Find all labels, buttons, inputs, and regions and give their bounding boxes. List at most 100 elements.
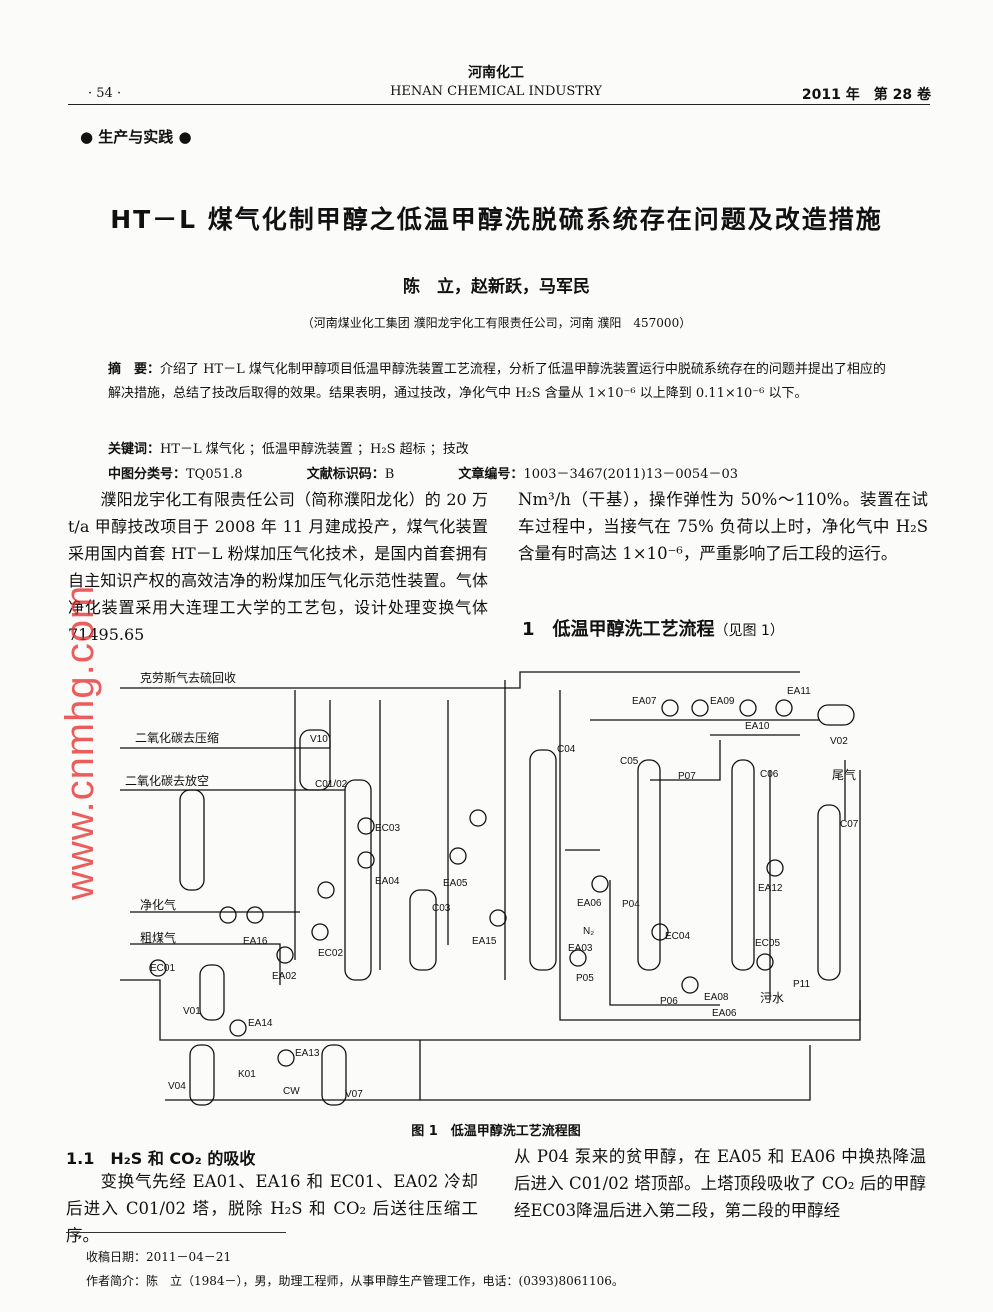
section-1-heading: 1 低温甲醇洗工艺流程（见图 1） [522,615,784,641]
column-vessel [529,749,557,971]
process-pipe [120,979,861,1041]
diagram-label: V10 [310,734,328,745]
diagram-label: 粗煤气 [140,930,176,945]
section-1-1-right: 从 P04 泵来的贫甲醇，在 EA05 和 EA06 中换热降温后进入 C01/… [514,1147,926,1220]
process-pipe [650,740,721,781]
diagram-label: 尾气 [832,767,856,782]
heat-exchanger-symbol [739,699,757,717]
header-rule [68,104,930,105]
heat-exchanger-symbol [591,875,609,893]
diagram-label: 净化气 [140,897,176,912]
abstract: 摘 要：介绍了 HT－L 煤气化制甲醇项目低温甲醇洗装置工艺流程，分析了低温甲醇… [108,358,898,406]
heat-exchanger-symbol [449,847,467,865]
diagram-label: EA05 [443,878,468,889]
process-pipe [609,880,720,1006]
heat-exchanger-symbol [681,976,699,994]
issue-info: 2011 年 第 28 卷 [801,87,931,103]
diagram-label: P07 [678,771,696,782]
heat-exchanger-symbol [357,851,375,869]
diagram-label: C03 [432,903,451,914]
heat-exchanger-symbol [311,923,329,941]
received-date: 收稿日期：2011－04－21 [86,1250,232,1264]
doc-code-label: 文献标识码： [306,467,385,482]
abstract-text: 介绍了 HT－L 煤气化制甲醇项目低温甲醇洗装置工艺流程，分析了低温甲醇洗装置运… [108,362,886,401]
heat-exchanger-symbol [469,809,487,827]
section-number: 1 [522,619,535,640]
column-vessel [817,704,855,726]
diagram-label: CW [283,1086,300,1097]
process-pipe [559,690,861,1021]
diagram-label: P05 [576,973,594,984]
heat-exchanger-symbol [489,909,507,927]
process-pipe [120,700,331,749]
process-pipe [420,1045,811,1101]
keywords: 关键词：HT－L 煤气化 ；低温甲醇洗装置 ；H₂S 超标 ；技改 [108,438,469,457]
heat-exchanger-symbol [766,859,784,877]
diagram-label: P06 [660,996,678,1007]
page-number: · 54 · [88,86,122,101]
abstract-label: 摘 要： [108,362,161,377]
diagram-label: C07 [840,819,859,830]
diagram-label: P04 [622,899,640,910]
diagram-label: EA13 [295,1048,320,1059]
figure-caption: 图 1 低温甲醇洗工艺流程图 [411,1124,581,1139]
diagram-label: N₂ [583,926,594,937]
diagram-label: C01/02 [315,779,348,790]
column-vessel [817,804,841,981]
heat-exchanger-symbol [357,817,375,835]
column-vessel [731,759,755,971]
article-no-label: 文章编号： [458,467,524,482]
heat-exchanger-symbol [149,959,167,977]
clc-value: TQ051.8 [186,467,243,482]
keywords-label: 关键词： [108,442,161,457]
article-no-value: 1003－3467(2011)13－0054－03 [523,467,739,482]
classification: 中图分类号：TQ051.8 文献标识码：B 文章编号：1003－3467(201… [108,463,908,482]
diagram-label: EA04 [375,876,400,887]
diagram-label: EA07 [632,696,657,707]
diagram-label: EA03 [568,943,593,954]
heat-exchanger-symbol [219,906,237,924]
diagram-label: EA14 [248,1018,273,1029]
journal-name-cn: 河南化工 [468,65,524,81]
diagram-label: EA08 [704,992,729,1003]
diagram-label: EA06 [577,898,602,909]
diagram-label: EA10 [745,721,770,732]
process-pipe [120,671,800,689]
diagram-label: EC05 [755,938,780,949]
diagram-label: EC01 [150,963,175,974]
column-label: ● 生产与实践 ● [80,128,192,146]
heat-exchanger-symbol [661,699,679,717]
heat-exchanger-symbol [246,906,264,924]
diagram-label: P11 [793,979,810,990]
process-pipe [130,943,281,985]
article-title: HT－L 煤气化制甲醇之低温甲醇洗脱硫系统存在问题及改造措施 [110,205,883,234]
diagram-label: EC02 [318,948,343,959]
column-vessel [409,889,437,971]
heat-exchanger-symbol [317,881,335,899]
heat-exchanger-symbol [775,699,793,717]
column-vessel [199,964,225,1021]
diagram-label: EA15 [472,936,497,947]
diagram-label: C05 [620,756,639,767]
diagram-label: 二氧化碳去放空 [125,773,209,788]
affiliation: （河南煤业化工集团 濮阳龙宇化工有限责任公司，河南 濮阳 457000） [301,316,692,330]
diagram-label: 克劳斯气去硫回收 [140,670,236,685]
diagram-label: K01 [238,1069,256,1080]
diagram-label: EC03 [375,823,400,834]
diagram-label: EA16 [243,936,268,947]
heat-exchanger-symbol [277,1049,295,1067]
diagram-label: EC04 [665,931,690,942]
diagram-label: 污水 [760,991,784,1005]
diagram-label: EA09 [710,696,735,707]
column-vessel [179,789,205,891]
heat-exchanger-symbol [756,953,774,971]
column-vessel [321,1044,347,1106]
diagram-label: V07 [345,1089,363,1100]
intro-right-column: Nm³/h（干基），操作弹性为 50%～110%。装置在试车过程中，当接气在 7… [518,490,928,563]
keywords-text: HT－L 煤气化 ；低温甲醇洗装置 ；H₂S 超标 ；技改 [160,442,469,457]
diagram-label: V01 [183,1006,201,1017]
heat-exchanger-symbol [229,1019,247,1037]
heat-exchanger-symbol [569,949,587,967]
heat-exchanger-symbol [651,923,669,941]
